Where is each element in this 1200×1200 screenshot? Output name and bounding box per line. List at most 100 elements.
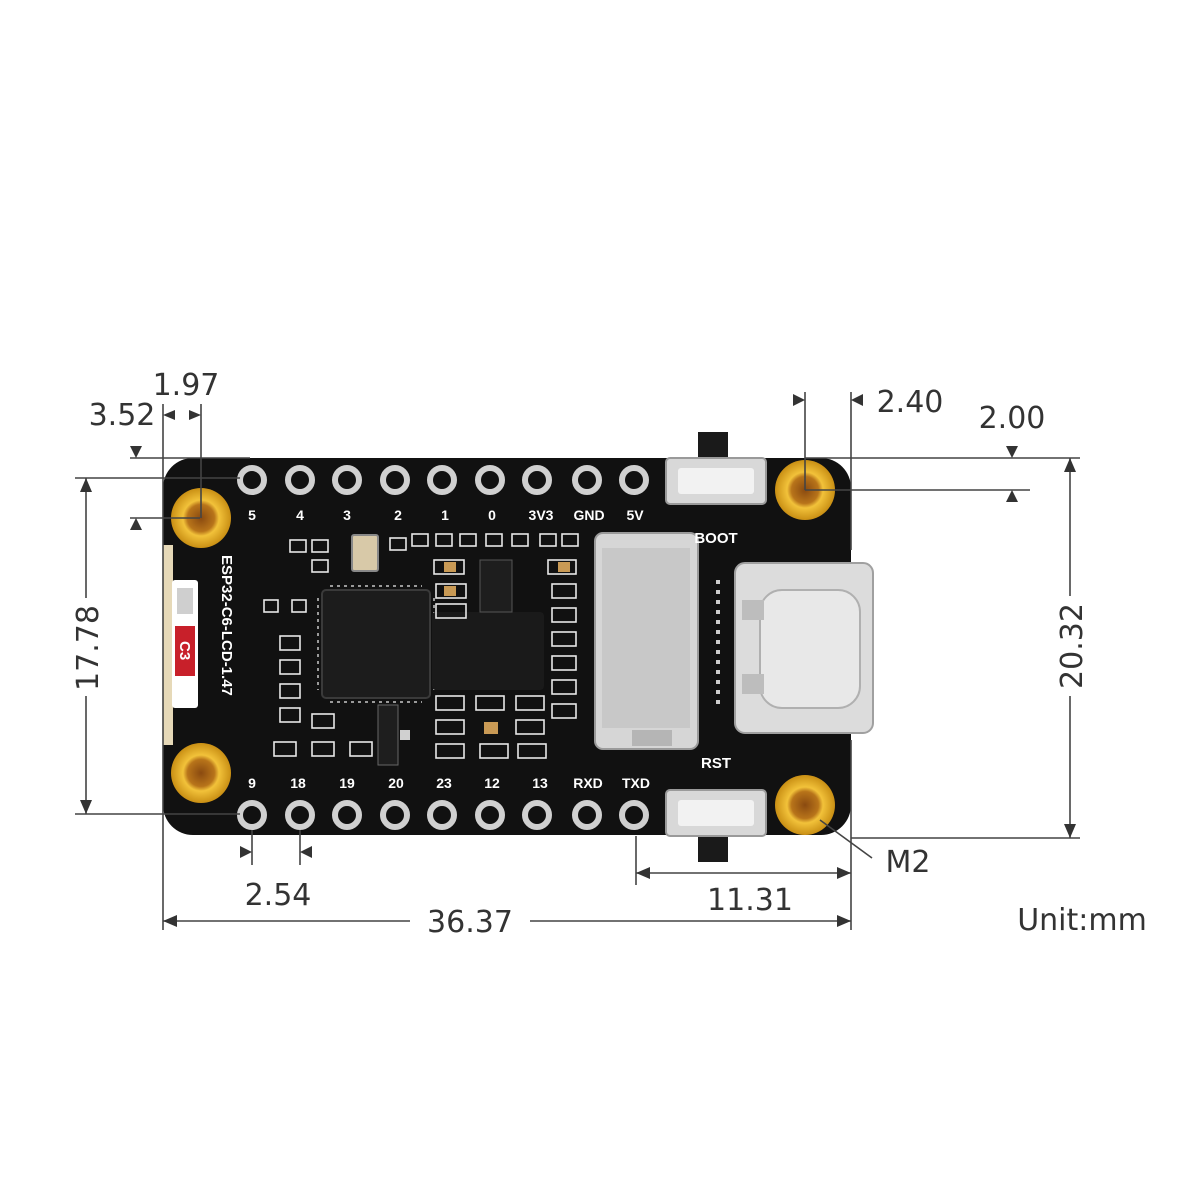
- pin-label: GND: [573, 507, 604, 523]
- passive: [511, 533, 529, 547]
- bottom-header-pins: [237, 800, 649, 830]
- passive: [279, 635, 301, 651]
- pin-hole: [475, 465, 505, 495]
- rst-button: RST: [665, 755, 767, 862]
- hole-callout: M2: [819, 819, 930, 880]
- pin-hole: [380, 800, 410, 830]
- top-header-pins: [237, 465, 649, 495]
- pin-label: 18: [290, 775, 306, 791]
- dim-label-2032: 20.32: [1055, 603, 1090, 689]
- dimension-3637: 36.37: [163, 905, 851, 940]
- pin-hole: [427, 800, 457, 830]
- pin-label: RXD: [573, 775, 603, 791]
- sd-card-slot: [594, 532, 699, 750]
- pin-hole: [427, 465, 457, 495]
- dim-label-240: 2.40: [877, 385, 944, 420]
- arrowhead: [189, 410, 201, 420]
- arrowhead: [636, 867, 650, 879]
- sd-card-latch: [632, 730, 672, 746]
- passive: [517, 743, 547, 759]
- rst-label: RST: [701, 755, 731, 772]
- arrowhead: [837, 915, 851, 927]
- transistor: [377, 704, 399, 766]
- passive: [263, 599, 279, 613]
- capacitor: [444, 562, 456, 572]
- pin-label: 1: [441, 507, 449, 523]
- arrowhead: [793, 394, 805, 406]
- pin-hole: [380, 465, 410, 495]
- transistor-tab: [400, 730, 410, 740]
- passive: [539, 533, 557, 547]
- capacitor: [558, 562, 570, 572]
- passive: [435, 533, 453, 547]
- dimension-254: 2.54: [240, 830, 312, 913]
- passive: [435, 603, 467, 619]
- usb-c-tab: [742, 600, 764, 620]
- pin-hole: [285, 465, 315, 495]
- pin-label: 3: [343, 507, 351, 523]
- passive: [561, 533, 579, 547]
- boot-button: BOOT: [665, 432, 767, 547]
- dimension-240: 2.40: [793, 385, 943, 550]
- arrowhead: [300, 846, 312, 858]
- passive: [311, 713, 335, 729]
- passive: [551, 703, 577, 719]
- rst-button-cap: [698, 836, 728, 862]
- usb-c-tab: [742, 674, 764, 694]
- pin-hole: [619, 465, 649, 495]
- unit-label: Unit:mm: [1017, 903, 1147, 938]
- pin-label: TXD: [622, 775, 650, 791]
- dim-label-1778: 17.78: [71, 605, 106, 691]
- badge-label: C3: [176, 641, 193, 660]
- arrowhead: [240, 846, 252, 858]
- dim-label-197: 1.97: [153, 368, 220, 403]
- passive-components: [263, 533, 579, 759]
- pin-label: 0: [488, 507, 496, 523]
- passive: [475, 695, 505, 711]
- capacitor: [484, 722, 498, 734]
- pin-label: 9: [248, 775, 256, 791]
- regulator-chip: [479, 559, 513, 613]
- board-name-silkscreen: ESP32-C6-LCD-1.47: [218, 555, 235, 696]
- pin-label: 5V: [626, 507, 644, 523]
- pin-label: 2: [394, 507, 402, 523]
- arrowhead: [80, 478, 92, 492]
- dim-label-1131: 11.31: [707, 883, 793, 918]
- passive: [349, 741, 373, 757]
- arrowhead: [851, 394, 863, 406]
- mounting-hole-bottom-left: [171, 743, 231, 803]
- top-pin-labels: 5 4 3 2 1 0 3V3 GND 5V: [248, 507, 644, 523]
- dimension-1131: 11.31: [635, 740, 852, 930]
- mounting-hole-bottom-right: [775, 775, 835, 835]
- pin-hole: [522, 465, 552, 495]
- pin-hole: [619, 800, 649, 830]
- dimension-200: 2.00: [805, 401, 1080, 502]
- arrowhead: [130, 446, 142, 458]
- passive: [289, 539, 307, 553]
- passive: [273, 741, 297, 757]
- arrowhead: [1006, 446, 1018, 458]
- passive: [389, 537, 407, 551]
- pin-hole: [237, 800, 267, 830]
- bottom-pin-labels: 9 18 19 20 23 12 13 RXD TXD: [248, 775, 650, 791]
- passive: [435, 695, 465, 711]
- pin-hole: [285, 800, 315, 830]
- passive: [485, 533, 503, 547]
- boot-label: BOOT: [694, 530, 737, 547]
- usb-c-port: [759, 589, 861, 709]
- arrowhead: [1006, 490, 1018, 502]
- passive: [551, 679, 577, 695]
- passive: [515, 695, 545, 711]
- passive: [311, 539, 329, 553]
- passive: [435, 583, 467, 599]
- dim-label-352: 3.52: [89, 398, 156, 433]
- arrowhead: [130, 518, 142, 530]
- pin-hole: [332, 465, 362, 495]
- passive: [551, 607, 577, 623]
- passive: [291, 599, 307, 613]
- usb-c-connector: [716, 562, 874, 734]
- passive: [433, 559, 465, 575]
- passive: [547, 559, 577, 575]
- dim-label-254: 2.54: [245, 878, 312, 913]
